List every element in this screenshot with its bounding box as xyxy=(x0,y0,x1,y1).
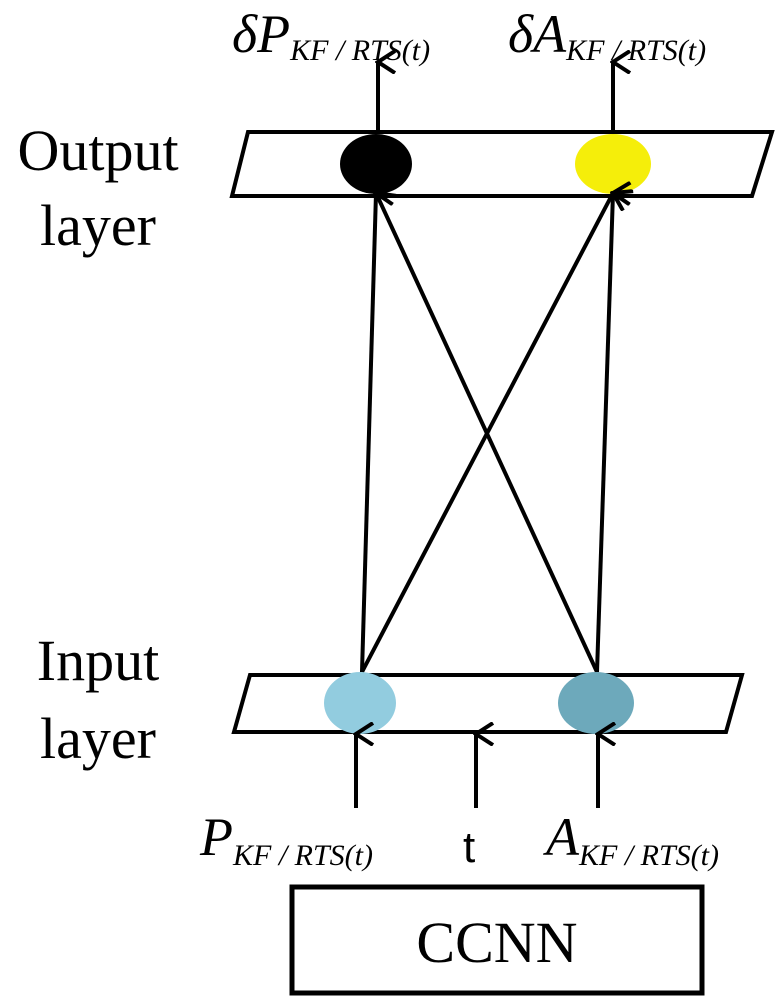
output-layer-box xyxy=(229,130,775,198)
input-layer-box xyxy=(231,673,745,734)
input-label-a: AKF / RTS(t) xyxy=(543,807,719,872)
connection-p-to-p xyxy=(360,193,376,673)
output-label-delta-a: δAKF / RTS(t) xyxy=(508,4,706,67)
output-layer-label-line2: layer xyxy=(40,193,156,258)
input-layer-label-line1: Input xyxy=(37,628,159,693)
input-label-t: t xyxy=(463,823,475,872)
input-node-p xyxy=(324,672,396,734)
output-label-delta-p: δPKF / RTS(t) xyxy=(232,4,430,67)
input-label-p: PKF / RTS(t) xyxy=(199,807,373,872)
ccnn-box xyxy=(289,884,705,996)
connection-a-to-p xyxy=(376,193,599,673)
connection-a-to-a xyxy=(595,193,613,673)
input-node-a xyxy=(558,672,634,734)
output-node-delta-a xyxy=(575,134,651,194)
ccnn-label: CCNN xyxy=(416,910,577,975)
output-node-delta-p xyxy=(340,134,412,194)
input-layer-label-line2: layer xyxy=(40,706,156,771)
output-layer-label-line1: Output xyxy=(17,118,178,183)
